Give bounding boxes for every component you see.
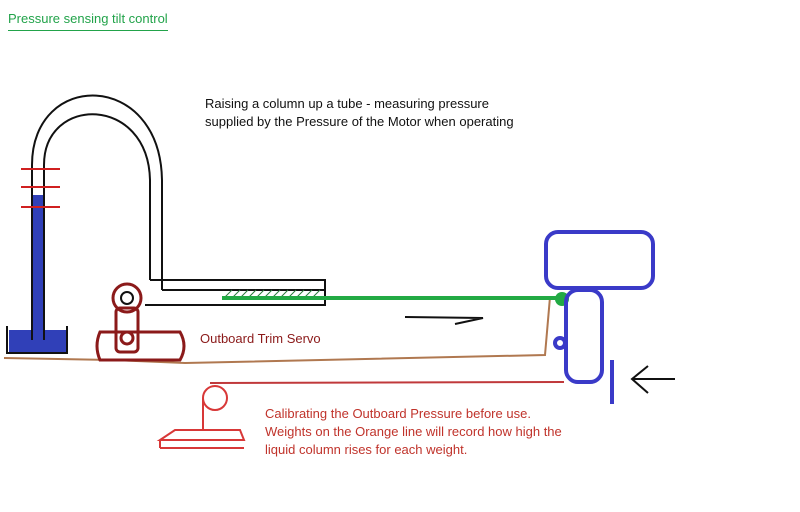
direction-arrow	[404, 316, 484, 325]
calibration-line: Calibrating the Outboard Pressure before…	[265, 406, 531, 421]
outboard-motor	[544, 230, 655, 404]
calibration-text: Calibrating the Outboard Pressure before…	[265, 405, 562, 459]
brown-line	[3, 296, 551, 365]
description-line: supplied by the Pressure of the Motor wh…	[205, 114, 514, 129]
brown-line-lower	[209, 381, 565, 384]
diagram-title: Pressure sensing tilt control	[8, 11, 168, 31]
description-line: Raising a column up a tube - measuring p…	[205, 96, 489, 111]
calibration-line: liquid column rises for each weight.	[265, 442, 468, 457]
liquid-column	[31, 165, 45, 340]
force-arrow	[630, 365, 675, 394]
pressure-tube	[31, 94, 326, 306]
level-markers	[21, 168, 60, 208]
calibration-weight	[156, 385, 246, 449]
liquid-reservoir	[6, 326, 68, 354]
trim-servo	[95, 282, 186, 362]
servo-label: Outboard Trim Servo	[200, 331, 321, 346]
description-text: Raising a column up a tube - measuring p…	[205, 95, 514, 131]
calibration-line: Weights on the Orange line will record h…	[265, 424, 562, 439]
